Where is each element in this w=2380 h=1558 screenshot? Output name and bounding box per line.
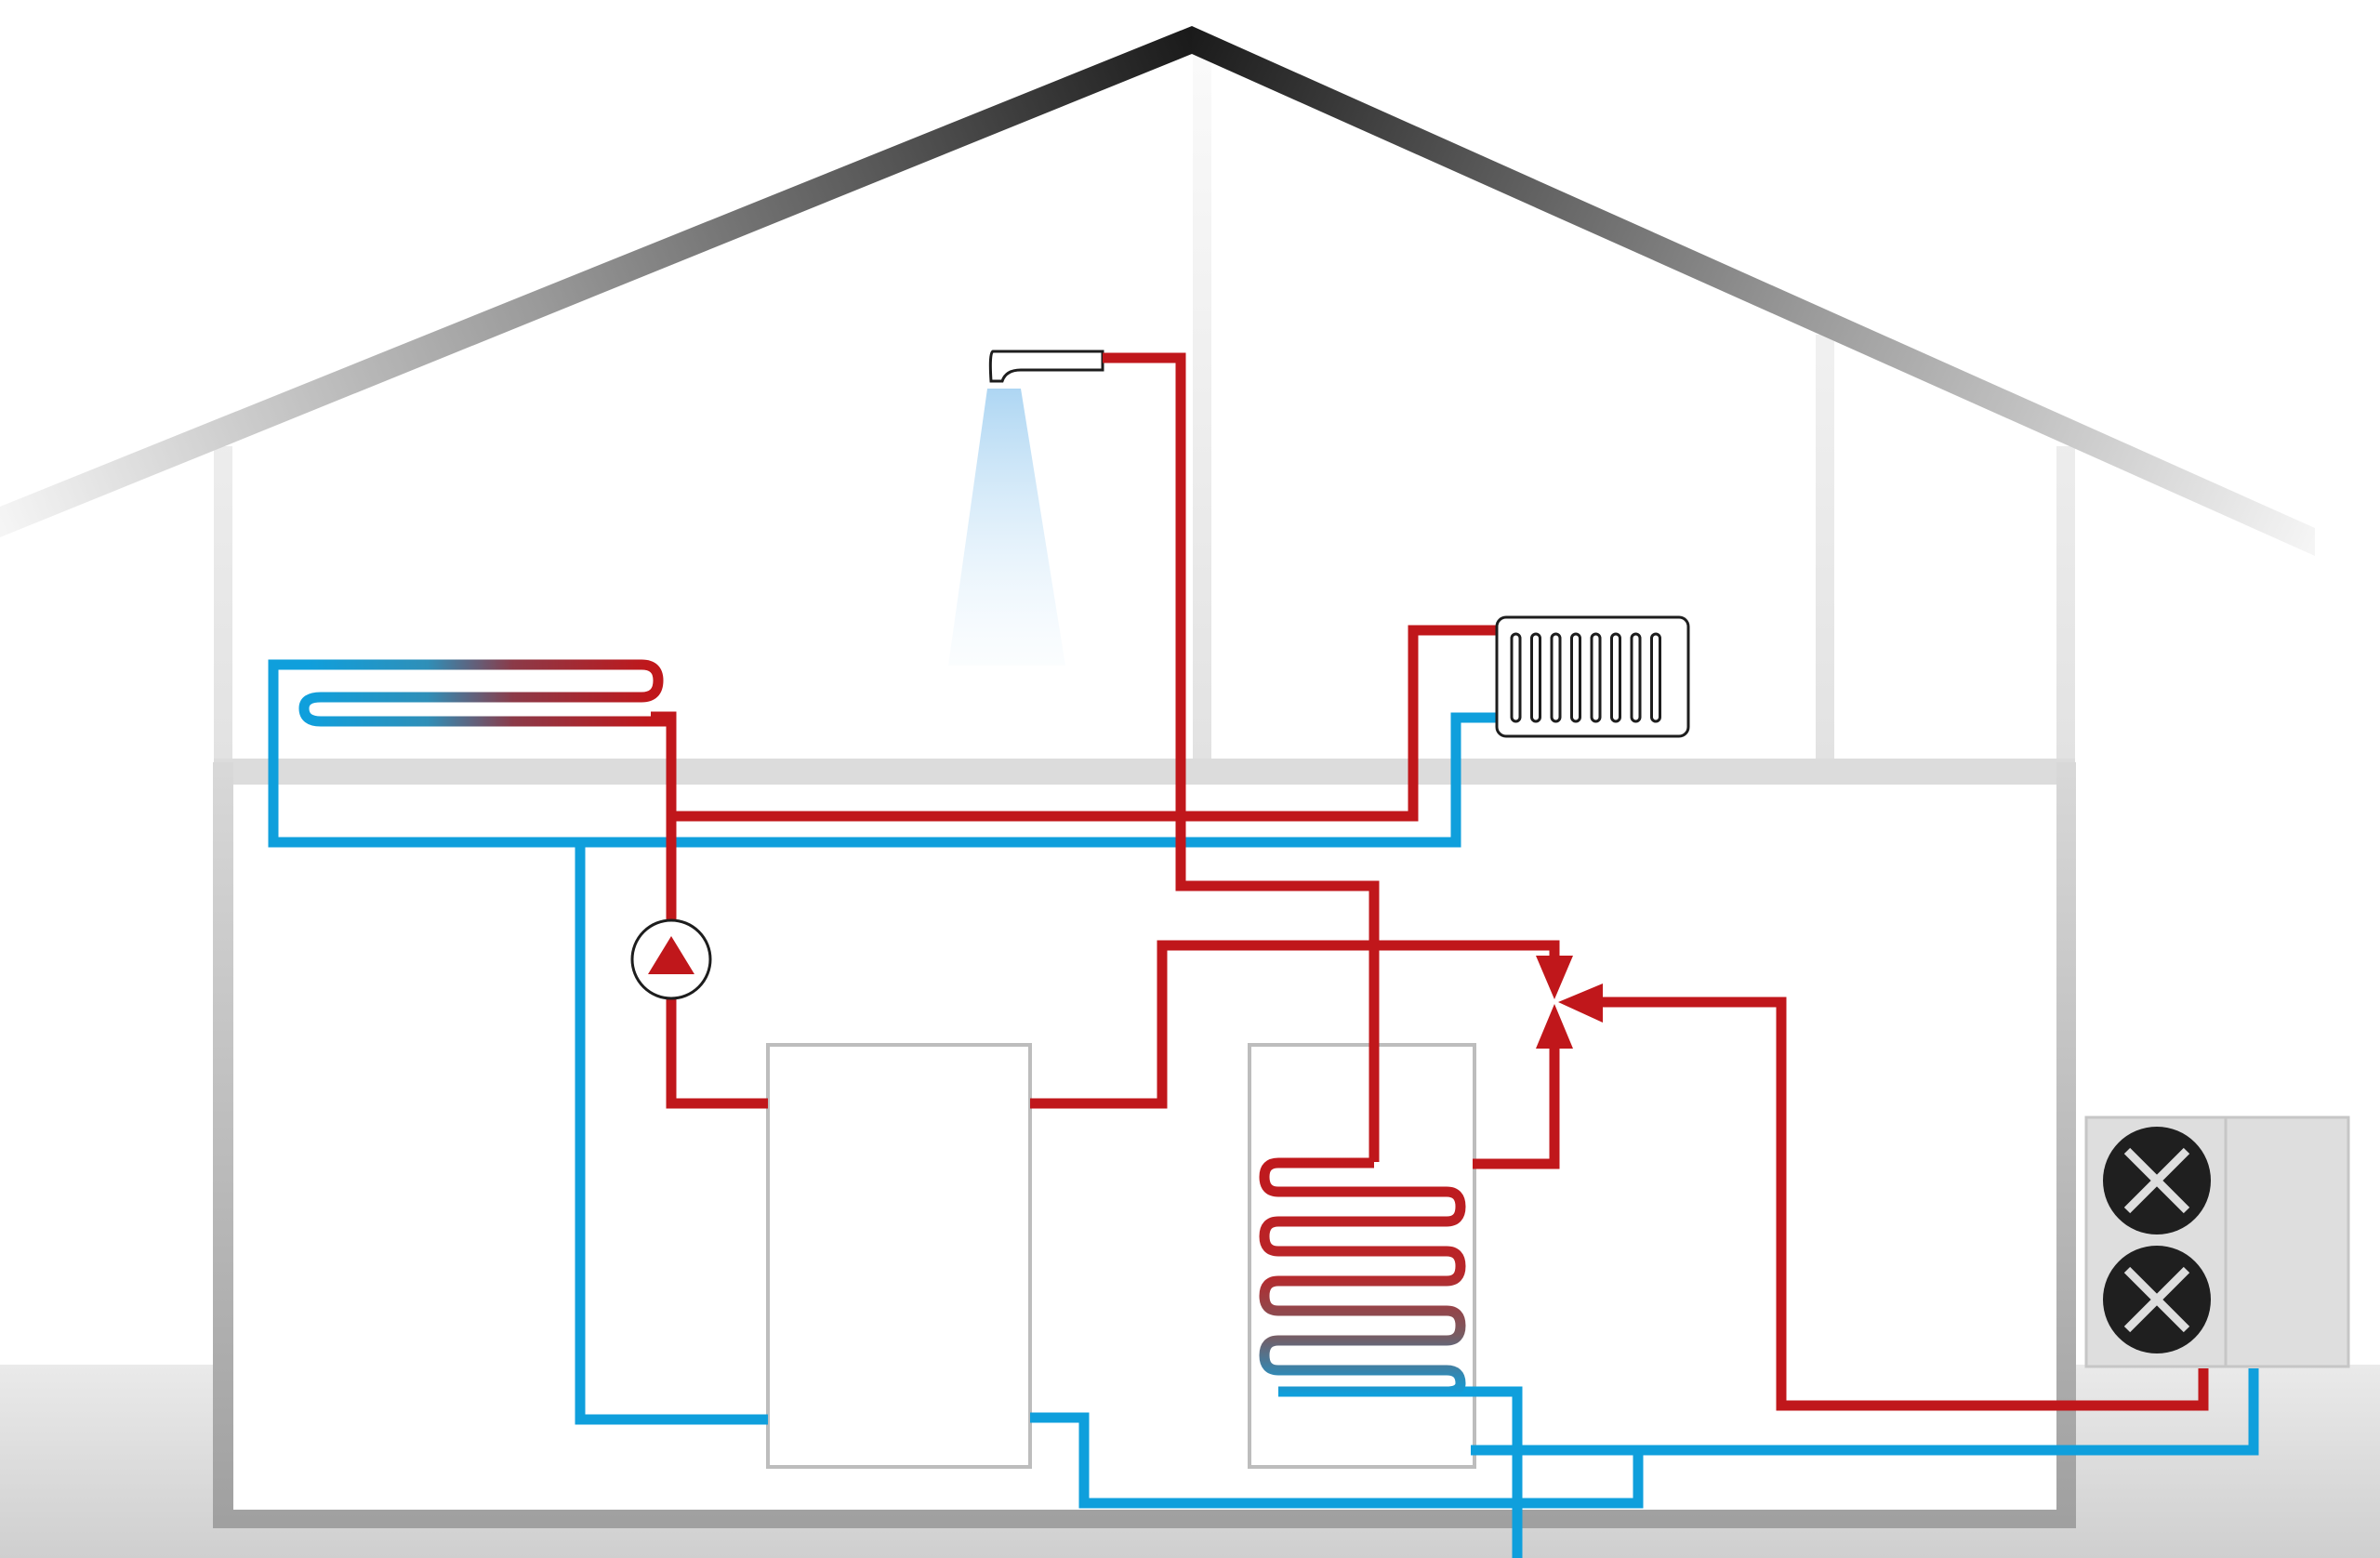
shower-head-icon bbox=[988, 350, 1104, 383]
heatpump-flow-pipe bbox=[1592, 997, 2209, 1411]
fan-icon bbox=[2103, 1127, 2211, 1235]
shower-spray bbox=[948, 389, 1065, 666]
radiator-fin bbox=[1590, 632, 1602, 723]
buffer-tank bbox=[766, 1043, 1032, 1469]
radiator-fin bbox=[1530, 632, 1541, 723]
cylinder-to-valve-pipe bbox=[1473, 1034, 1560, 1169]
attic-center-wall bbox=[1193, 56, 1211, 762]
radiator-icon bbox=[1495, 615, 1690, 738]
roof-right bbox=[1192, 26, 2315, 556]
buffer-to-heatpump-pipe bbox=[1030, 1412, 1644, 1509]
radiator-fin bbox=[1630, 632, 1642, 723]
attic-right-inner-wall bbox=[1816, 335, 1834, 762]
buffer-to-valve-pipe bbox=[1030, 940, 1560, 1109]
attic-left-wall bbox=[214, 446, 232, 781]
house-interior bbox=[214, 446, 2073, 1515]
outdoor-heat-pump-unit-icon bbox=[2084, 1116, 2350, 1368]
roof-left bbox=[0, 26, 1192, 537]
radiator-fin bbox=[1650, 632, 1661, 723]
hot-pipes bbox=[651, 352, 2209, 1411]
circulation-pump-icon bbox=[630, 918, 712, 1000]
radiator-fin bbox=[1550, 632, 1562, 723]
shower-supply-pipe bbox=[1103, 352, 1380, 1162]
radiator-supply-pipe bbox=[673, 625, 1499, 822]
underfloor-heating-coil bbox=[275, 659, 673, 727]
three-way-valve-icon bbox=[1536, 956, 1603, 1049]
attic-right-wall bbox=[2056, 446, 2075, 781]
buffer-return-pipe bbox=[575, 842, 768, 1425]
fan-icon bbox=[2103, 1246, 2211, 1353]
radiator-fin bbox=[1610, 632, 1621, 723]
cylinder-heat-exchanger-coil bbox=[1259, 1157, 1466, 1397]
radiator-fin bbox=[1570, 632, 1581, 723]
floor-slab bbox=[214, 759, 2075, 785]
radiator-fin bbox=[1510, 632, 1522, 723]
heatpump-return-pipe bbox=[1471, 1368, 2259, 1456]
